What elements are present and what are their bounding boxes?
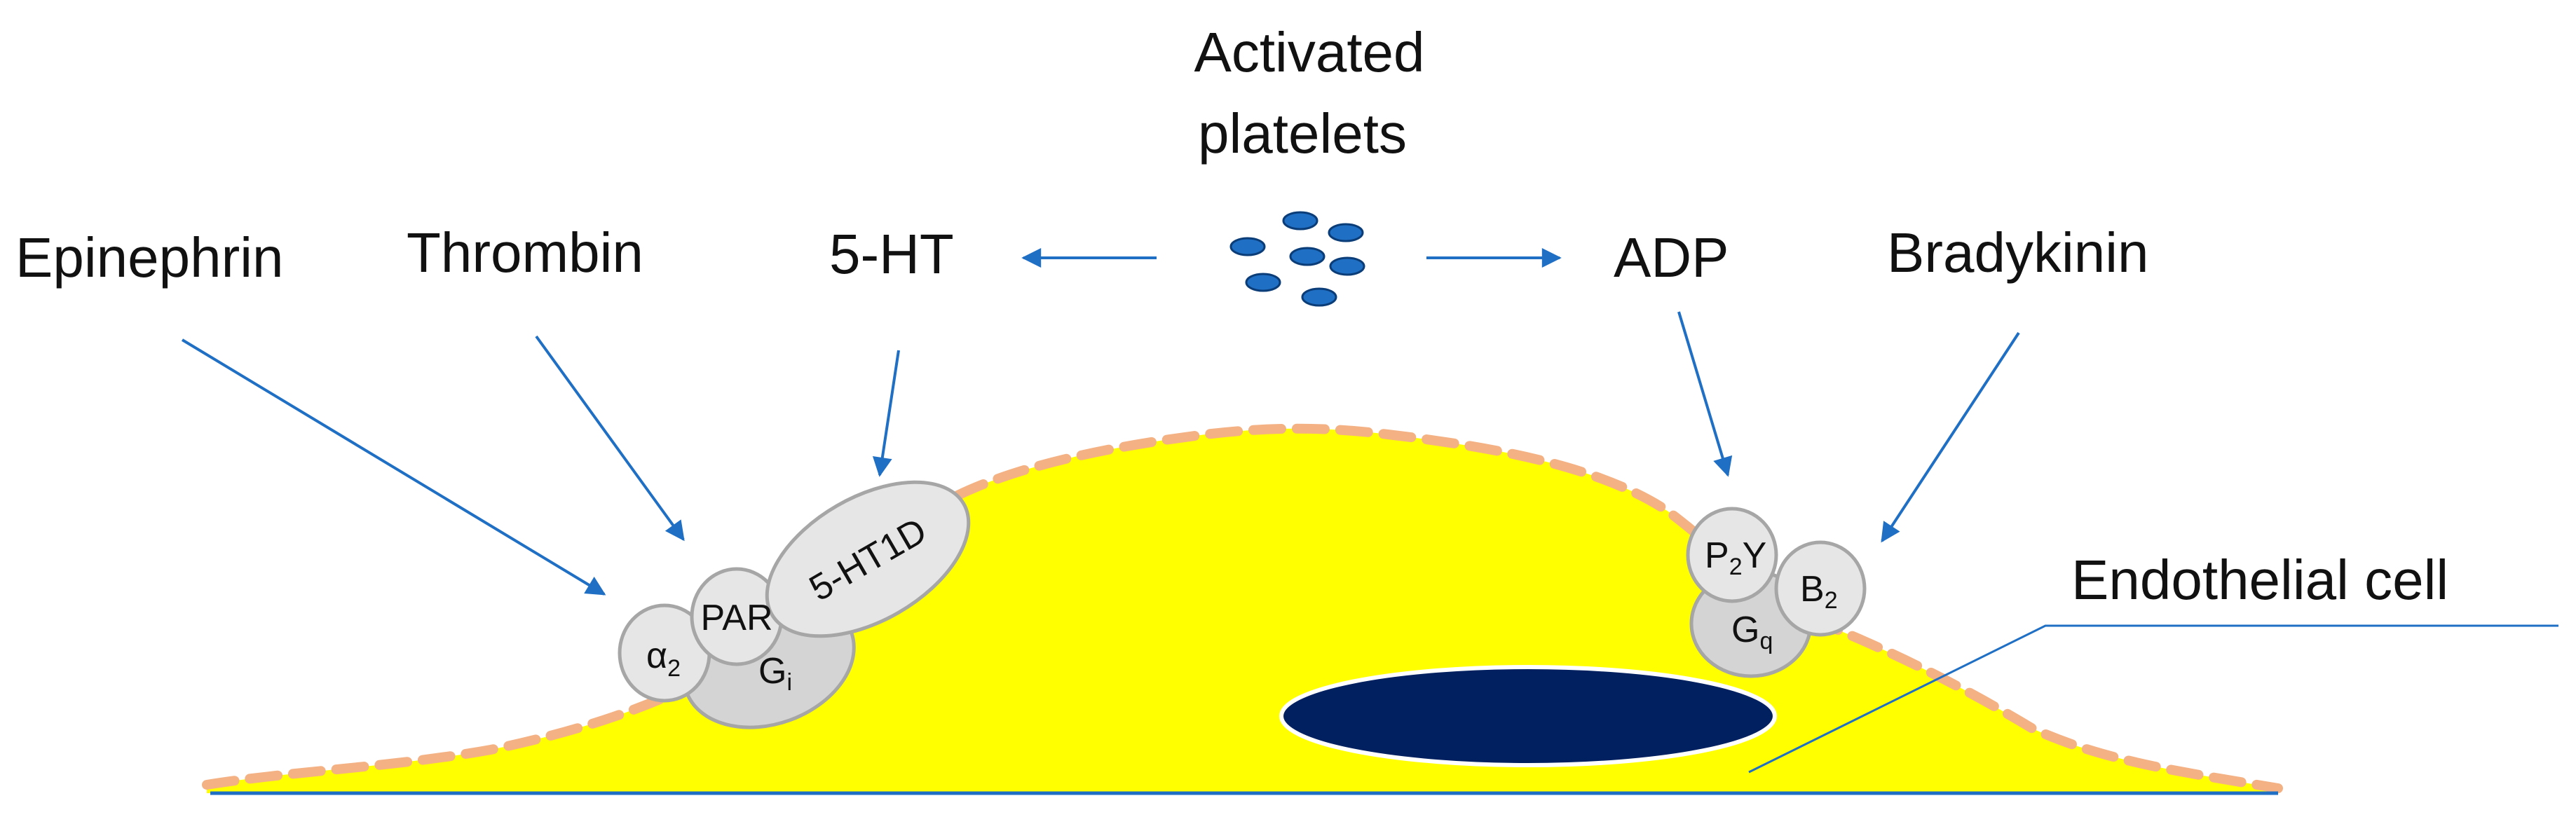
platelet [1301,287,1337,307]
par-label: PAR [700,598,772,638]
platelet [1245,273,1281,292]
platelet [1329,256,1365,276]
5ht1d-receptor [765,480,971,638]
5ht-label: 5-HT [829,223,954,285]
arrow-adp [1677,311,1733,477]
platelet [1289,247,1326,266]
gq-label: Gq [1731,610,1773,654]
arrow-5ht [872,350,900,477]
arrow-epinephrin [181,338,606,596]
epinephrin-label: Epinephrin [15,226,284,289]
b2-label: B2 [1800,569,1838,614]
platelet [1282,211,1318,231]
arrow-thrombin [535,335,685,542]
activated-label-line1: Activated [1194,21,1424,83]
p2y-receptor [1686,507,1778,603]
adp-label: ADP [1614,226,1729,289]
bradykinin-label: Bradykinin [1887,221,2149,284]
gi-label: Gi [758,651,792,696]
endothelial-cell-label: Endothelial cell [2071,549,2448,611]
endothelial-cell-pointer [1748,624,2558,774]
activated-label-line2: platelets [1198,102,1407,165]
p2y-label: P2Y [1705,535,1766,580]
activated-platelets-cluster [1229,211,1365,307]
receptor-complex-gi: α2 PAR 5-HT1D Gi [618,480,971,729]
endothelial-cell-body [207,428,2278,793]
nucleus [1279,665,1777,767]
thrombin-label: Thrombin [407,221,643,284]
arrow-bradykinin [1881,331,2020,543]
receptor-complex-gq: P2Y B2 Gq [1686,507,1867,678]
alpha2-label: α2 [646,636,681,682]
platelet [1328,223,1364,242]
cell-membrane [202,423,2283,793]
platelet [1229,237,1266,256]
b2-receptor [1774,540,1867,637]
